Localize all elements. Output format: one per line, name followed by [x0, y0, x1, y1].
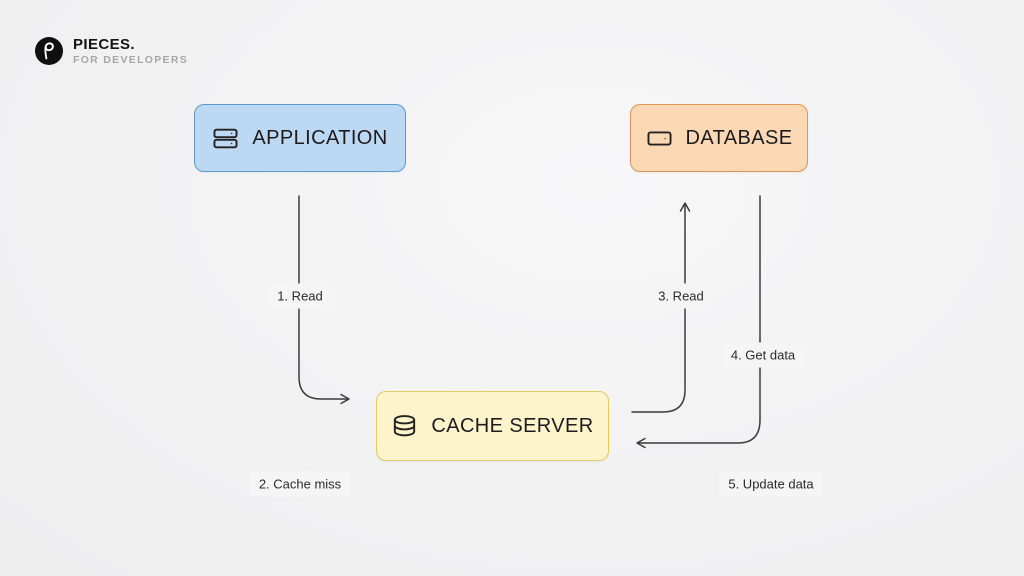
pieces-logo: PIECES. FOR DEVELOPERS	[34, 36, 188, 66]
server-stack-icon	[212, 125, 239, 152]
edge-label-get-data: 4. Get data	[721, 342, 805, 368]
cache-server-node: CACHE SERVER	[376, 391, 609, 461]
application-label: APPLICATION	[252, 126, 388, 149]
brand-name: PIECES.	[73, 36, 135, 54]
edge-label-read-3: 3. Read	[649, 283, 713, 309]
database-cylinder-icon	[391, 413, 418, 440]
edge-label-update-data: 5. Update data	[719, 471, 823, 497]
arrow-db-to-cache	[636, 195, 761, 449]
application-node: APPLICATION	[194, 104, 406, 172]
hard-drive-icon	[646, 125, 673, 152]
edge-label-read-1: 1. Read	[268, 283, 332, 309]
database-node: DATABASE	[630, 104, 808, 172]
pieces-logo-icon	[35, 37, 63, 65]
database-label: DATABASE	[685, 126, 793, 149]
brand-tagline: FOR DEVELOPERS	[73, 53, 189, 66]
edge-label-cache-miss: 2. Cache miss	[249, 471, 351, 497]
cache-server-label: CACHE SERVER	[431, 414, 594, 437]
